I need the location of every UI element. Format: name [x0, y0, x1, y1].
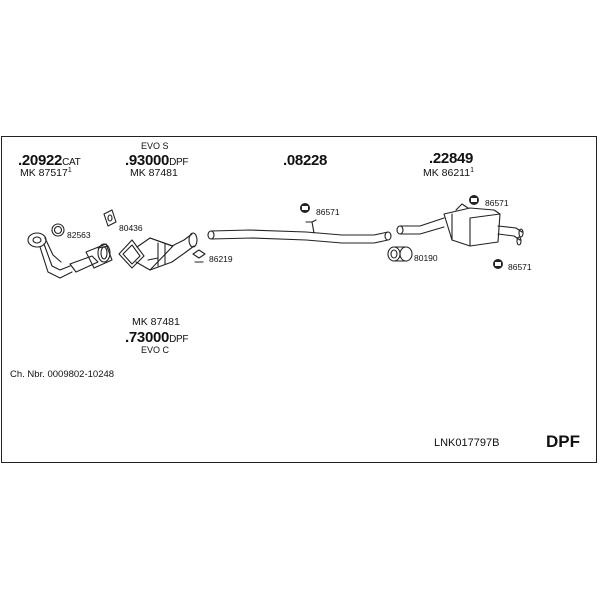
mk-catalyst: MK 875171 — [20, 167, 72, 179]
dpf-drawing — [118, 232, 198, 271]
part-number-middle-pipe: .08228 — [283, 152, 328, 169]
bolt-icon-rear-bottom — [493, 259, 503, 269]
part-number-catalyst: .20922CAT — [18, 152, 81, 169]
mk-rear-silencer: MK 862111 — [423, 167, 474, 179]
ref-86571-rear-bottom: 86571 — [508, 262, 532, 272]
gasket-82563-drawing — [51, 223, 65, 237]
mk-dpf-evo-s: MK 87481 — [130, 167, 178, 179]
part-number-rear-silencer: .22849 — [429, 150, 474, 167]
ref-86571-middle: 86571 — [316, 207, 340, 217]
mk-dpf-evo-c: MK 87481 — [132, 316, 180, 328]
rear-silencer-drawing — [396, 203, 524, 247]
bolt-icon-rear-top — [469, 195, 479, 205]
kit-type: DPF — [546, 432, 580, 451]
ref-86219: 86219 — [209, 254, 233, 264]
part-number-dpf-evo-c: .73000DPF — [125, 329, 189, 346]
ref-80190: 80190 — [414, 253, 438, 263]
part-number-dpf-evo-s: .93000DPF — [125, 152, 189, 169]
middle-pipe-drawing — [207, 219, 392, 244]
bolt-icon-middle — [300, 203, 310, 213]
diagram-frame — [1, 136, 597, 463]
mount-80190-drawing — [387, 246, 413, 262]
chassis-number: Ch. Nbr. 0009802-10248 — [10, 369, 115, 380]
kit-code: LNK017797B — [434, 437, 500, 449]
gasket-80436-drawing — [103, 209, 117, 227]
ref-82563: 82563 — [67, 230, 91, 240]
clamp-86219-drawing — [192, 249, 206, 259]
evo-s-label: EVO S — [141, 141, 169, 151]
ref-86571-rear-top: 86571 — [485, 198, 509, 208]
evo-c-label: EVO C — [141, 345, 170, 355]
ref-80436: 80436 — [119, 223, 143, 233]
catalyst-drawing — [27, 232, 113, 279]
